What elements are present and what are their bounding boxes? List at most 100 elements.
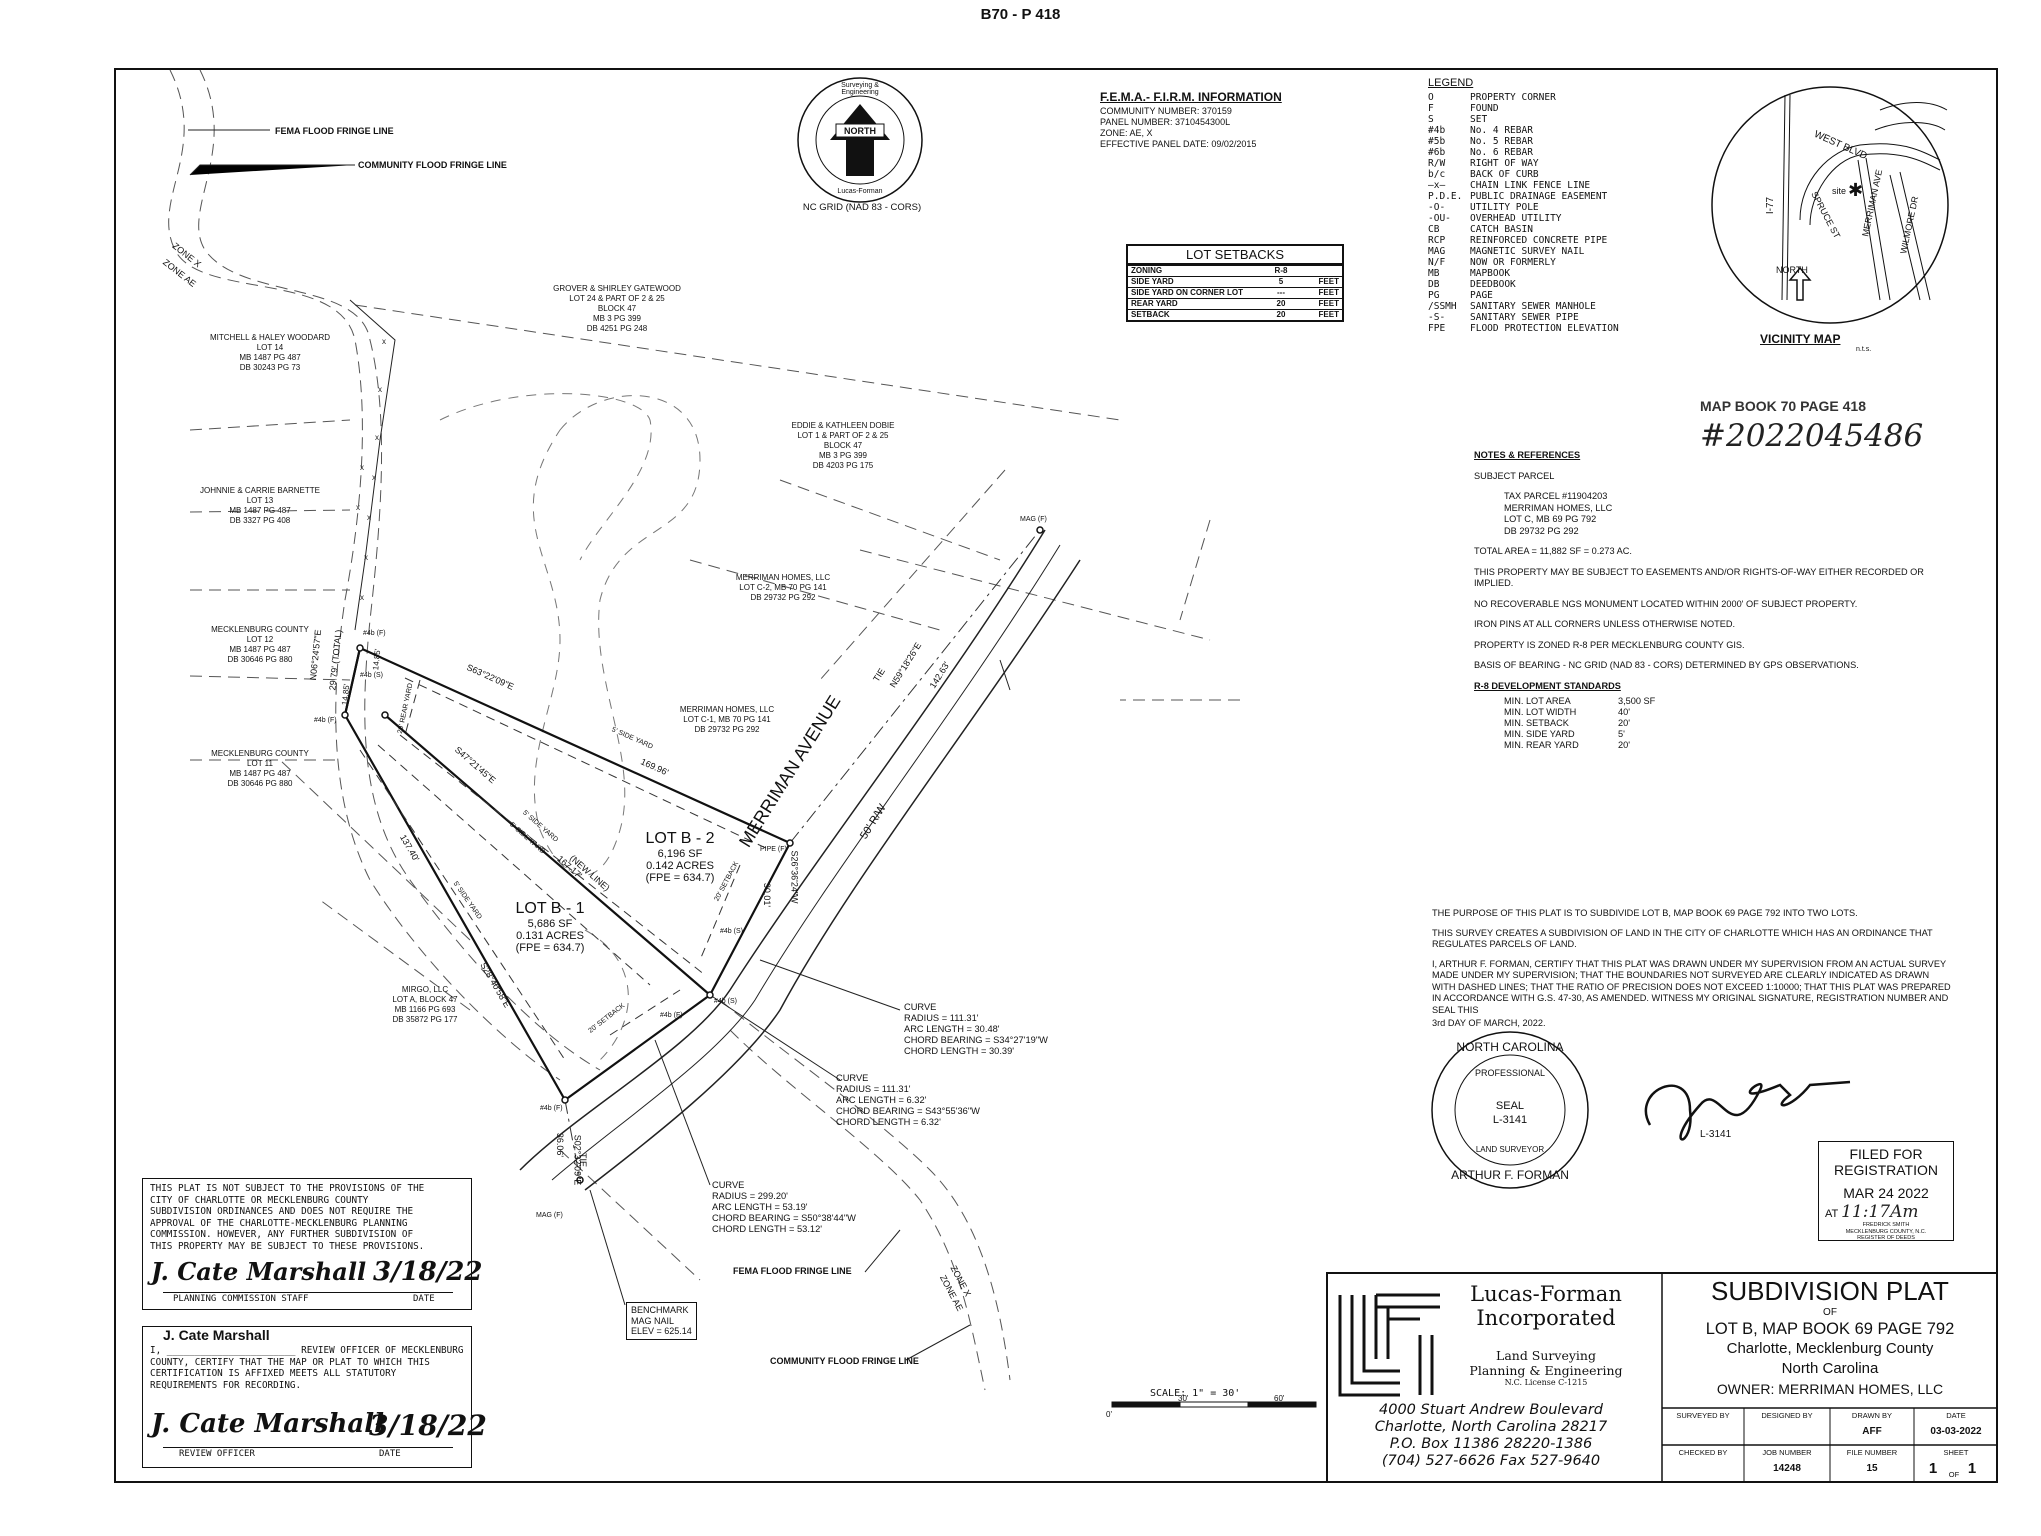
pin-label-west: #4b (F) — [314, 717, 337, 724]
svg-text:x: x — [360, 463, 364, 472]
filed-registration-stamp: FILED FOR REGISTRATION MAR 24 2022 AT 11… — [1818, 1141, 1954, 1241]
legend-code: MB — [1428, 268, 1440, 279]
benchmark-box: BENCHMARK MAG NAIL ELEV = 625.14 — [626, 1302, 697, 1340]
owner-line: GROVER & SHIRLEY GATEWOOD — [553, 284, 681, 293]
lot-b2-name: LOT B - 2 — [645, 830, 715, 847]
certification-date: 3rd DAY OF MARCH, 2022. — [1432, 1018, 1546, 1028]
curve-line: RADIUS = 111.31' — [904, 1013, 979, 1023]
legend-desc: REINFORCED CONCRETE PIPE — [1470, 235, 1608, 246]
curve-line: CHORD LENGTH = 53.12' — [712, 1224, 823, 1234]
note-ngs: NO RECOVERABLE NGS MONUMENT LOCATED WITH… — [1474, 598, 1858, 609]
legend-code: FPE — [1428, 323, 1446, 334]
review-text: I, _______________________ REVIEW OFFICE… — [150, 1345, 464, 1391]
notes-title: NOTES & REFERENCES — [1474, 450, 1581, 460]
tb-job-number-value: 14248 — [1773, 1463, 1801, 1474]
lot-b2-fpe: (FPE = 634.7) — [645, 872, 715, 884]
subject-owner: MERRIMAN HOMES, LLC — [1504, 502, 1613, 513]
setback-value: --- — [1277, 288, 1285, 297]
owner-line: DB 30646 PG 880 — [227, 779, 293, 788]
tb-sheet-of: OF — [1948, 1470, 1960, 1479]
legend-code: S — [1428, 114, 1434, 125]
review-signature-date: 3/18/22 — [369, 1409, 487, 1442]
curve-line: CURVE — [836, 1073, 869, 1083]
legend-item: -S-SANITARY SEWER PIPE — [1428, 312, 1619, 323]
legend-desc: NOW OR FORMERLY — [1470, 257, 1556, 268]
planning-signature-line — [163, 1292, 453, 1293]
company-city: Charlotte, North Carolina 28217 — [1374, 1419, 1608, 1435]
legend-item: F FOUND — [1428, 103, 1619, 114]
standard-label: MIN. LOT WIDTH — [1504, 707, 1577, 717]
tie-sw-distance: 36.06' — [555, 1132, 566, 1158]
drainage-contour-2 — [439, 393, 652, 561]
lucas-forman-logo — [1338, 1293, 1440, 1397]
vmap-north: NORTH — [1776, 265, 1808, 275]
north-arrow-graphic — [797, 77, 923, 203]
review-signature: J. Cate Marshall — [151, 1409, 384, 1439]
community-flood-leader — [189, 164, 355, 176]
fema-effective-date: EFFECTIVE PANEL DATE: 09/02/2015 — [1100, 139, 1257, 149]
planning-caption-staff: PLANNING COMMISSION STAFF — [173, 1294, 309, 1304]
curve-line: CURVE — [904, 1002, 937, 1012]
legend-desc: SANITARY SEWER PIPE — [1470, 312, 1579, 323]
pin-label-curve-set: #4b (S) — [714, 998, 737, 1005]
standard-label: MIN. LOT AREA — [1504, 696, 1571, 706]
legend-desc: FOUND — [1470, 103, 1499, 114]
setback-value: 20 — [1276, 299, 1286, 308]
owner-line: DB 29732 PG 292 — [750, 593, 816, 602]
tb-designed-by-label: DESIGNED BY — [1761, 1411, 1813, 1420]
tb-drawn-by-value: AFF — [1862, 1426, 1882, 1437]
legend-code: b/c — [1428, 169, 1446, 180]
pin-label-south: #4b (F) — [540, 1105, 563, 1112]
owner-line: MB 1487 PG 487 — [229, 645, 291, 654]
pin-label-nw: #4b (F) — [363, 630, 386, 637]
surveyor-signature-scrawl — [1644, 1080, 1851, 1141]
legend-code: F — [1428, 103, 1434, 114]
owner-line: DB 30646 PG 880 — [227, 655, 293, 664]
company-name: Lucas-Forman Incorporated Land Surveying… — [1448, 1282, 1644, 1387]
owner-line: LOT A, BLOCK 47 — [392, 995, 458, 1004]
owner-line: BLOCK 47 — [823, 441, 863, 450]
svg-text:x: x — [367, 513, 371, 522]
tb-surveyed-by-label: SURVEYED BY — [1676, 1411, 1730, 1420]
legend-code: CB — [1428, 224, 1440, 235]
owner-line: LOT 1 & PART OF 2 & 25 — [797, 431, 889, 440]
company-po-box: P.O. Box 11386 28220-1386 — [1389, 1436, 1593, 1452]
legend-desc: RIGHT OF WAY — [1470, 158, 1539, 169]
legend-desc: No. 5 REBAR — [1470, 136, 1533, 147]
tie-sw-bearing: S02°32'09"E — [572, 1134, 583, 1186]
subject-tax-parcel: TAX PARCEL #11904203 — [1504, 491, 1608, 501]
subject-deed: DB 29732 PG 292 — [1504, 525, 1579, 536]
company-street: 4000 Stuart Andrew Boulevard — [1379, 1402, 1603, 1418]
legend-desc: UTILITY POLE — [1470, 202, 1539, 213]
purpose-statement: THE PURPOSE OF THIS PLAT IS TO SUBDIVIDE… — [1432, 908, 1858, 918]
vmap-site: site — [1832, 186, 1847, 196]
east-line-distance: 30.01' — [762, 882, 773, 908]
legend-code: -O- — [1428, 202, 1446, 213]
map-book-label: MAP BOOK 70 PAGE 418 — [1700, 398, 1866, 414]
plat-title-state: North Carolina — [1781, 1360, 1879, 1377]
seal-top-text: NORTH CAROLINA — [1456, 1040, 1564, 1054]
scale-tick-0: 0' — [1106, 1410, 1112, 1419]
subject-parcel-label: SUBJECT PARCEL — [1474, 470, 1555, 481]
legend-code: DB — [1428, 279, 1440, 290]
setback-value: R-8 — [1274, 266, 1288, 275]
east-line-bearing: S26°36'24"W — [789, 850, 800, 904]
owner-line: LOT 24 & PART OF 2 & 25 — [569, 294, 665, 303]
curve-line: CURVE — [712, 1180, 745, 1190]
tb-date-label: DATE — [1946, 1411, 1966, 1420]
